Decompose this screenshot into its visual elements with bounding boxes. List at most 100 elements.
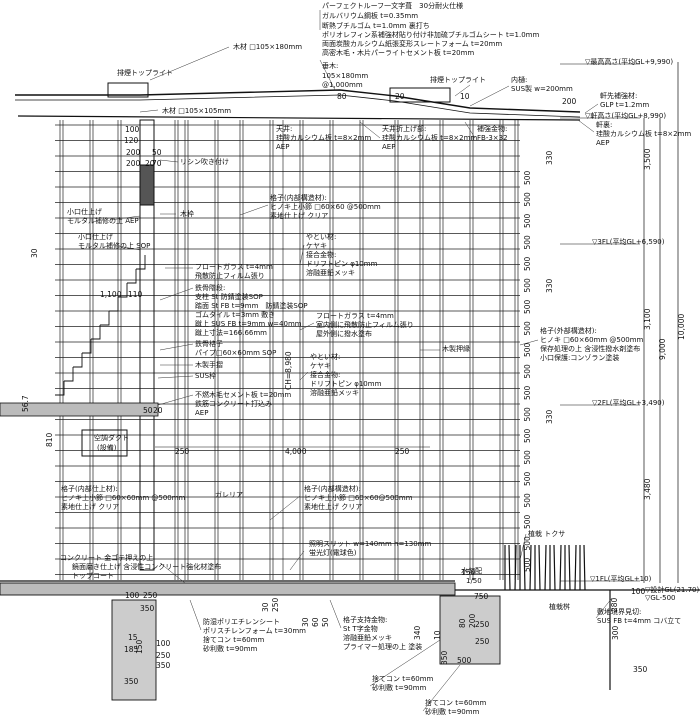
dim-30: 30 [301,617,310,627]
note-insul: 砂利敷 t=90mm [203,644,258,653]
ceiling-label: AEP [276,143,289,151]
note-lysine: リシン吹き付け [180,157,229,166]
level-gl: ▽設計GL(21.70) [645,585,699,594]
note-kofu2: モルタル補修の上 SOP [78,241,150,250]
note-yatoi: 溶融亜鉛メッキ [306,268,355,277]
note-sute: 砂利敷 t=90mm [372,683,427,692]
leader-line [117,245,141,251]
eave-reinf-label: 軒先補強材: [600,91,637,100]
stair-step [55,381,65,396]
leader-line [159,562,186,584]
note-support: 溶融亜鉛メッキ [343,633,392,642]
eave-ceiling-label: 珪酸カルシウム板 t=8×2mm [596,129,691,138]
note-yatoi-bot: 接合金物: [310,370,340,379]
roof-spec-line: ガルバリウム鋼板 t=0.35mm [322,11,418,20]
planting-stalk [508,544,511,591]
leader-line [359,121,381,139]
hatch-fills [0,164,501,701]
dim-left: 200 [126,148,141,157]
note-steel: ゴムタイル t=3mm 敷き [195,310,275,319]
roof-spec-line: 両面炭酸カルシウム紙張変形スレートフォーム t=20mm [322,39,502,48]
planting-stalk [574,544,577,591]
note-boundary: 敷地境界見切: [597,607,641,616]
dim-10: 10 [460,92,470,101]
dim-3100: 3,100 [643,308,652,330]
note-slab: 鉄筋コンクリート打込み [195,399,272,408]
hatch-block [139,164,155,206]
level-gl-minus: ▽GL-500 [645,594,675,602]
dim-500: 500 [523,342,532,357]
footing-right [439,595,501,665]
dim-20: 20 [153,406,163,415]
leader-line [329,599,342,629]
roof-spec-line: 高密木毛・木片パーライトセメント板 t=20mm [322,48,474,57]
dim-350: 350 [140,604,155,613]
dim-500: 500 [523,278,532,293]
dim-ch: CH=8,980 [284,351,293,390]
dim-100: 100 [125,591,140,600]
footing-left [111,599,157,701]
dim-30: 30 [30,248,39,258]
dim-left: 20 [145,159,155,168]
stair-step [109,297,119,312]
note-support: 格子支持金物: [343,615,387,624]
note-yatoi-bot: ドリフトピン φ10mm [310,380,382,388]
dim-250: 250 [395,447,410,456]
note-mokusei: 木製押縁 [442,344,470,353]
eave-reinf-label: GLP t=1.2mm [600,101,649,109]
leader-line [469,85,510,107]
planting-stalk [514,544,517,591]
dim-500: 500 [523,536,532,551]
note-lattice-out: ヒノキ □60×60mm @500mm [540,336,644,344]
note-lattice-bot: 格子(内部構造材): [304,484,361,493]
note-insul: 捨てコン t=60mm [203,635,265,644]
dim-60: 60 [311,617,320,627]
dim-350: 350 [124,677,139,686]
dim-250: 250 [156,651,171,660]
gutter-label: SUS製 w=200mm [511,84,573,93]
dim-250: 250 [475,620,490,629]
note-insul: 防湿ポリエチレンシート [203,617,280,626]
note-lattice-in: 素地仕上げ クリア [270,211,328,220]
note-yatoi: ケヤキ [306,242,327,250]
smoke-skylight-left: 排煙トップライト [117,68,173,77]
dim-500: 500 [523,493,532,508]
note-lattice-in: ヒノキ上小節 □60×60 @500mm [270,202,381,211]
dim-500: 500 [523,364,532,379]
dim-250: 250 [271,597,280,612]
planting-stalk [559,544,562,591]
dim-300: 300 [611,625,620,640]
eave-ceiling-label: 軒裏: [596,120,612,129]
note-float2: 屋外側に撥水塗布 [316,329,372,338]
slab-1f [0,582,456,596]
leader-line [149,46,230,81]
note-float1: フロートガラス t=4mm [195,262,273,271]
note-planting: 植栽 トクサ [528,529,565,538]
level-max: ▽最高高さ(平均GL+9,990) [585,57,673,66]
note-steel: 蹴上寸法=166.66mm [195,328,267,337]
note-lattice-bot: 素地仕上げ クリア [304,502,362,511]
duct-box [81,429,128,457]
roof-spec-line: ポリオレフィン系補強材貼り付け非加硫ブチルゴムシート t=1.0mm [322,30,540,39]
note-steel: 支柱 St 防錆塗装SOP [195,292,263,301]
note-concrete: コンクリート 金ゴテ押えの上 [60,553,153,562]
dim-340: 340 [413,625,422,640]
leader-line [239,204,269,216]
dim-200: 200 [468,613,477,628]
note-insul: ポリスチレンフォーム t=30mm [203,627,306,635]
roof-spec-line: 断熱ブチルゴム t=1.0mm 裏打ち [322,21,430,30]
gutter-label: 内樋: [511,75,527,84]
dim-150: 150 [461,568,476,577]
note-yatoi-bot: ケヤキ [310,362,331,370]
eave-ceiling-label: AEP [596,139,609,147]
dim-330: 330 [545,409,554,424]
dim-280: 280 [610,597,619,612]
dim-500: 500 [523,235,532,250]
dim-10000: 10,000 [677,314,686,340]
note-steel: 踏面 St FB t=9mm 防錆塗装SOP [195,301,308,310]
dim-span: 4,000 [285,447,307,456]
planting-stalk [583,544,586,591]
planting-stalk [529,544,532,591]
